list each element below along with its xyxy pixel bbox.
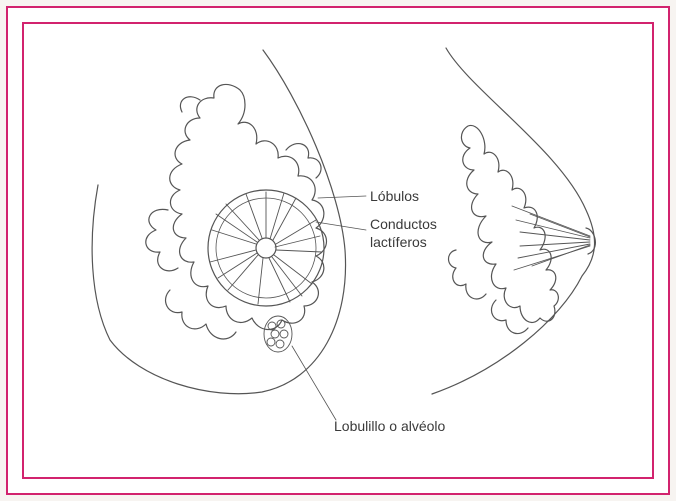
side-gland-cloud (461, 125, 558, 322)
side-breast-outline (432, 48, 595, 394)
label-lobulillo-alveolo: Lobulillo o alvéolo (334, 418, 445, 434)
front-breast-outline (92, 50, 345, 394)
leader-lobulos (318, 196, 366, 198)
leader-alveolo (292, 346, 336, 420)
label-lobulos: Lóbulos (370, 188, 419, 204)
alveolus-cluster (264, 316, 292, 352)
lactiferous-ducts (210, 192, 322, 304)
label-conductos: Conductos (370, 216, 437, 232)
nipple (256, 238, 276, 258)
label-lactiferos: lactíferos (370, 234, 427, 250)
